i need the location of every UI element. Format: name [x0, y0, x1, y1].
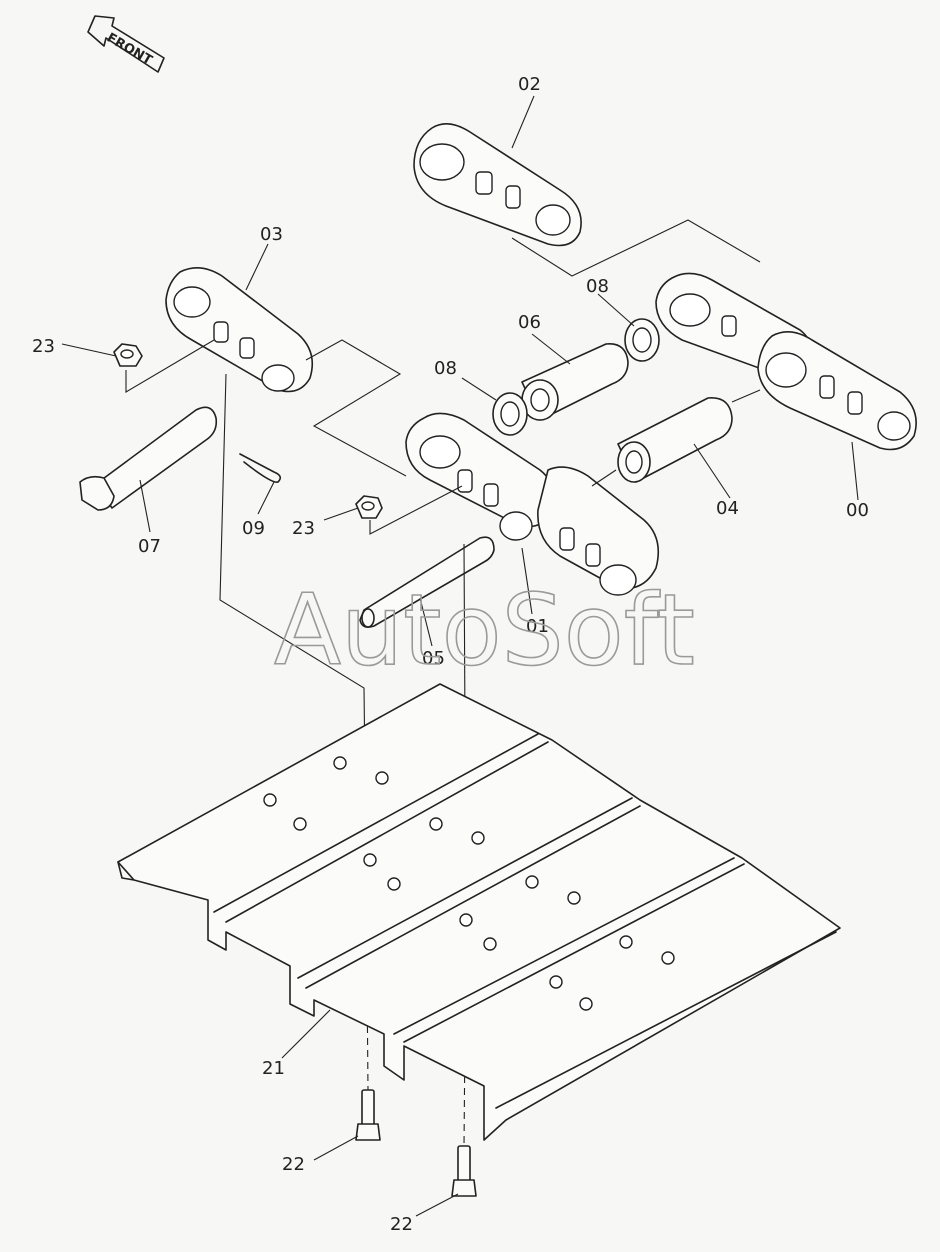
callout-06: 06 [518, 312, 541, 333]
callout-09: 09 [242, 518, 265, 539]
bolt-22-right [451, 1145, 477, 1197]
front-arrow-icon [87, 15, 165, 73]
nut-23-mid [355, 495, 383, 519]
track-shoe-21 [117, 683, 841, 1141]
callout-08-left: 08 [434, 358, 457, 379]
pin-07 [79, 406, 218, 511]
watermark-text: AutoSoft [274, 574, 695, 688]
nut-23-top [113, 343, 143, 367]
callout-leaders [61, 95, 859, 1217]
bolt-22-left [355, 1089, 381, 1141]
link-01 [405, 412, 660, 596]
link-00 [757, 331, 917, 451]
seal-08-right [624, 318, 660, 362]
callout-08-right: 08 [586, 276, 609, 297]
pin-05 [359, 536, 495, 628]
callout-03: 03 [260, 224, 283, 245]
callout-00: 00 [846, 500, 869, 521]
callout-05: 05 [422, 648, 445, 669]
link-03 [165, 267, 314, 393]
seal-08-left [492, 392, 528, 436]
callout-02: 02 [518, 74, 541, 95]
callout-04: 04 [716, 498, 739, 519]
cotter-pin-09 [239, 453, 282, 483]
callout-01: 01 [526, 616, 549, 637]
callout-07: 07 [138, 536, 161, 557]
bushing-06 [521, 343, 629, 421]
callout-23-top: 23 [32, 336, 55, 357]
bushing-04 [617, 397, 733, 483]
link-02 [413, 123, 582, 247]
callout-22-right: 22 [390, 1214, 413, 1235]
callout-23-mid: 23 [292, 518, 315, 539]
callout-22-left: 22 [282, 1154, 305, 1175]
callout-21: 21 [262, 1058, 285, 1079]
